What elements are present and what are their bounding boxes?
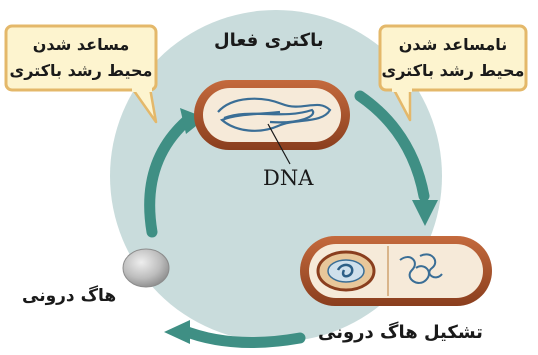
callout-favorable-line2: محیط رشد باکتری — [6, 58, 156, 84]
label-active-bacterium: باکتری فعال — [214, 30, 324, 51]
free-endospore — [123, 249, 169, 287]
callout-unfavorable-text: نامساعد شدن محیط رشد باکتری — [380, 32, 526, 84]
callout-unfavorable-line1: نامساعد شدن — [380, 32, 526, 58]
callout-unfavorable-line2: محیط رشد باکتری — [380, 58, 526, 84]
label-endospore: هاگ درونی — [22, 286, 116, 306]
label-dna: DNA — [263, 166, 313, 190]
arrowhead-bottom — [164, 320, 190, 344]
callout-favorable-text: مساعد شدن محیط رشد باکتری — [6, 32, 156, 84]
spore-forming-cell — [300, 236, 492, 306]
label-spore-formation: تشکیل هاگ درونی — [318, 322, 483, 343]
callout-favorable-line1: مساعد شدن — [6, 32, 156, 58]
